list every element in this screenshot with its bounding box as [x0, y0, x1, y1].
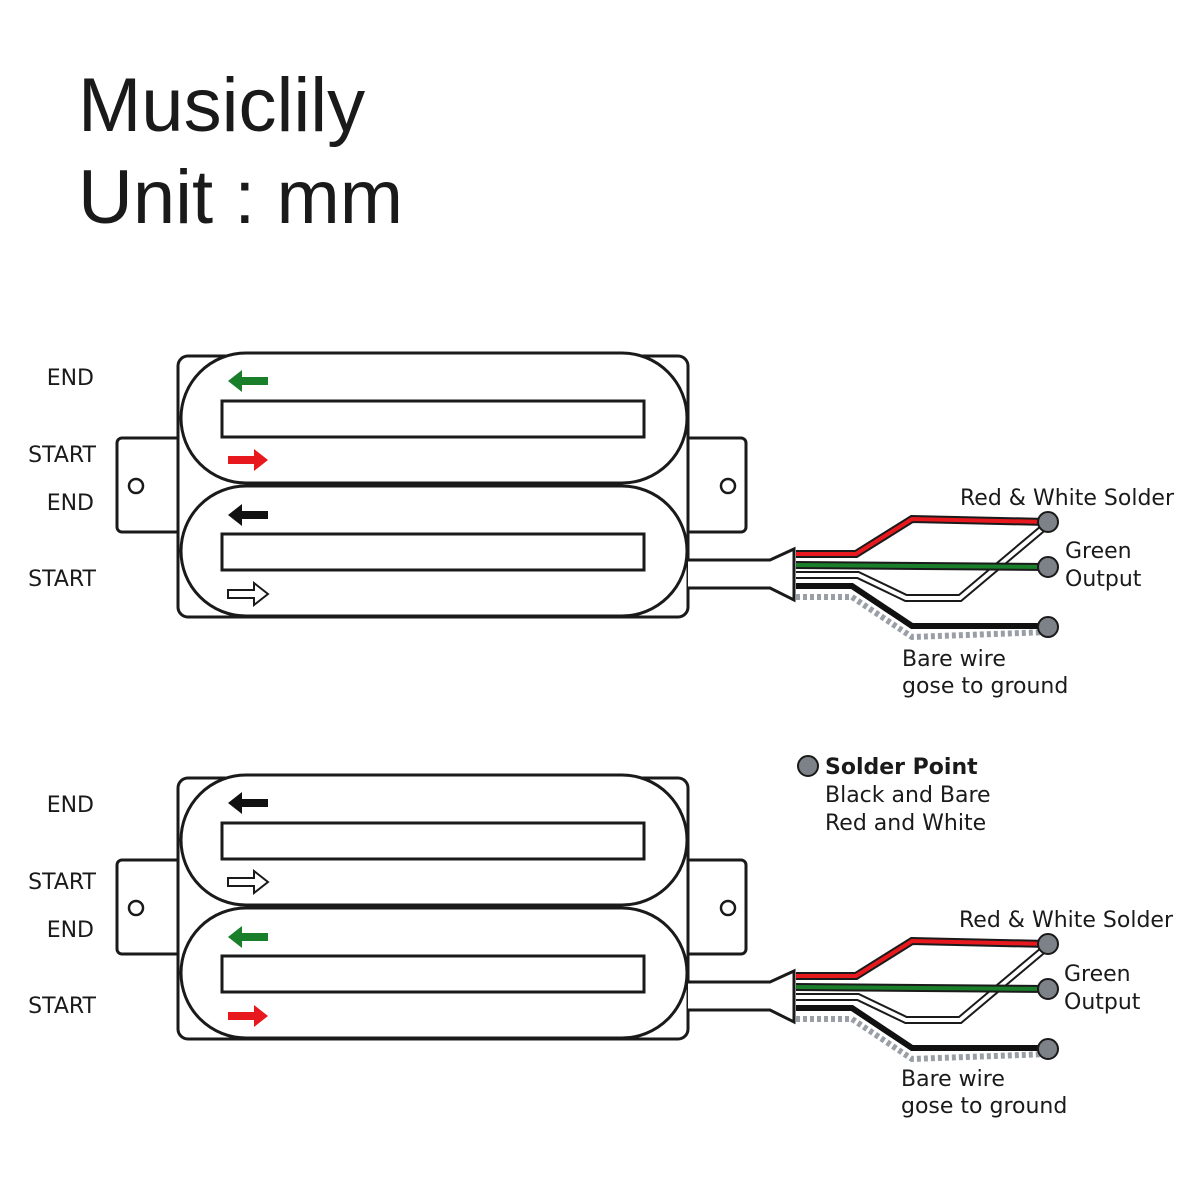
- bare-wire-label: Bare wire: [901, 1067, 1005, 1092]
- coil-label-end: END: [47, 793, 94, 818]
- legend-line-2: Red and White: [825, 811, 986, 836]
- coil-label-end: END: [47, 366, 94, 391]
- pickup-1: END START END START Red & White Solder G…: [28, 353, 1175, 699]
- bare-wire-label: Bare wire: [902, 647, 1006, 672]
- pickup-2: END START END START Red & White Solder G…: [28, 775, 1174, 1119]
- solder-point-legend: Solder Point Black and Bare Red and Whit…: [797, 755, 991, 836]
- solder-point-icon: [797, 755, 819, 777]
- legend-line-1: Black and Bare: [825, 783, 991, 808]
- ground-label: gose to ground: [901, 1094, 1067, 1119]
- coil-label-start: START: [28, 567, 96, 592]
- output-label: Output: [1065, 567, 1142, 592]
- legend-title: Solder Point: [825, 755, 978, 780]
- brand-title: Musiclily: [78, 63, 366, 148]
- coil-label-start: START: [28, 994, 96, 1019]
- green-label: Green: [1064, 962, 1131, 987]
- coil-label-start: START: [28, 870, 96, 895]
- ground-label: gose to ground: [902, 674, 1068, 699]
- red-white-solder-label: Red & White Solder: [959, 908, 1174, 933]
- red-white-solder-label: Red & White Solder: [960, 486, 1175, 511]
- coil-label-end: END: [47, 491, 94, 516]
- unit-title: Unit : mm: [78, 155, 404, 240]
- output-label: Output: [1064, 990, 1141, 1015]
- coil-label-end: END: [47, 918, 94, 943]
- coil-label-start: START: [28, 443, 96, 468]
- green-label: Green: [1065, 539, 1132, 564]
